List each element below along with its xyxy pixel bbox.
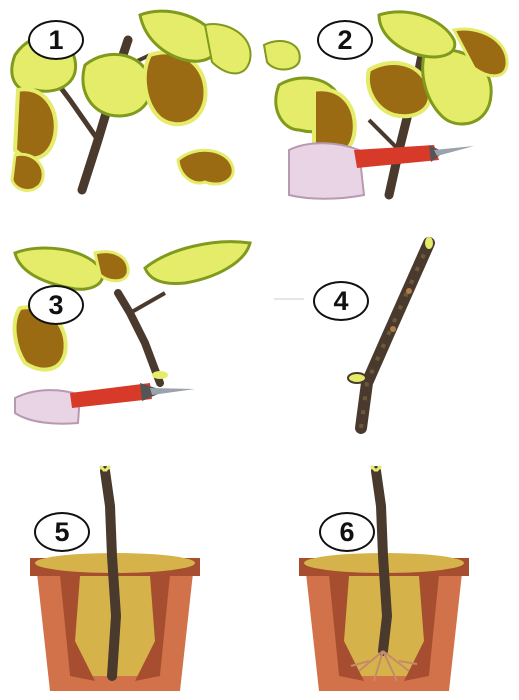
pruning-shears-illustration	[259, 0, 518, 233]
step-1-panel: 1	[0, 0, 259, 233]
step-number: 4	[333, 286, 348, 317]
step-number-badge: 1	[28, 20, 84, 60]
step-3-panel: 3	[0, 233, 259, 466]
step-number-badge: 2	[317, 20, 373, 60]
step-5-panel: 5	[0, 466, 259, 699]
rooted-cutting-illustration	[259, 466, 518, 699]
step-number: 1	[48, 25, 63, 56]
step-4-panel: 4	[259, 233, 518, 466]
potted-cutting-illustration	[0, 466, 259, 699]
bare-cutting-illustration	[259, 233, 518, 466]
step-number-badge: 6	[319, 512, 375, 552]
step-number: 6	[339, 517, 354, 548]
step-number-badge: 4	[313, 281, 369, 321]
step-number-badge: 5	[34, 512, 90, 552]
step-number-badge: 3	[28, 285, 84, 325]
trimming-cut-illustration	[0, 233, 259, 466]
step-number: 2	[337, 25, 352, 56]
step-6-panel: 6	[259, 466, 518, 699]
step-number: 5	[54, 517, 69, 548]
step-number: 3	[48, 290, 63, 321]
step-2-panel: 2	[259, 0, 518, 233]
